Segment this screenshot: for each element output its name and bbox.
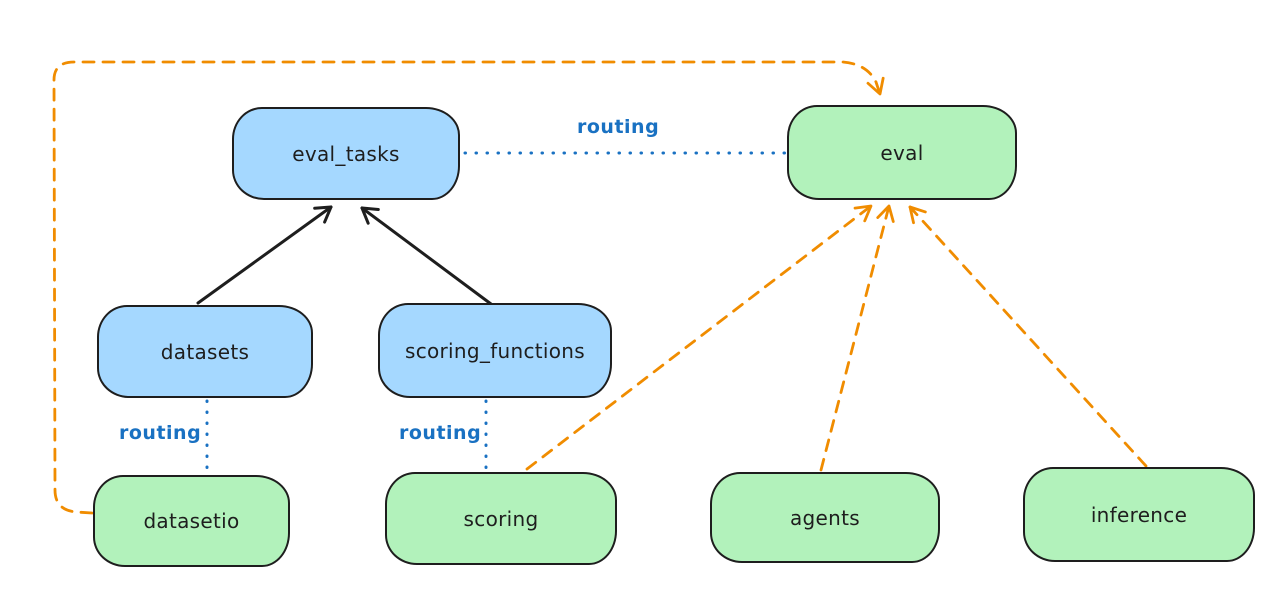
node-scoring-functions-label: scoring_functions xyxy=(404,338,586,363)
node-inference-label: inference xyxy=(1090,502,1188,527)
edge-scoring-functions-to-eval-tasks xyxy=(360,206,493,306)
edge-label-routing-scoring-functions-scoring: routing xyxy=(399,422,482,444)
node-eval: eval xyxy=(787,105,1017,200)
node-agents-label: agents xyxy=(790,505,860,530)
node-scoring-functions: scoring_functions xyxy=(378,303,612,398)
edge-label-routing-datasets-datasetio: routing xyxy=(119,422,202,444)
node-scoring-label: scoring xyxy=(463,506,539,531)
node-datasets: datasets xyxy=(97,305,313,398)
node-inference: inference xyxy=(1023,467,1255,562)
edge-scoring-to-eval xyxy=(525,204,873,471)
node-datasets-label: datasets xyxy=(160,339,250,364)
edge-label-routing-eval-tasks-eval: routing xyxy=(577,116,660,138)
node-agents: agents xyxy=(710,472,940,563)
edge-datasets-to-eval-tasks xyxy=(196,205,333,305)
node-datasetio-label: datasetio xyxy=(143,509,240,533)
node-scoring: scoring xyxy=(385,472,617,565)
node-eval-tasks-label: eval_tasks xyxy=(292,141,400,166)
edge-agents-to-eval xyxy=(819,204,895,472)
edge-datasetio-to-eval-loop xyxy=(52,60,885,515)
node-eval-tasks: eval_tasks xyxy=(232,107,460,200)
node-datasetio: datasetio xyxy=(93,475,290,567)
edge-inference-to-eval xyxy=(908,205,1148,468)
node-eval-label: eval xyxy=(880,140,924,165)
